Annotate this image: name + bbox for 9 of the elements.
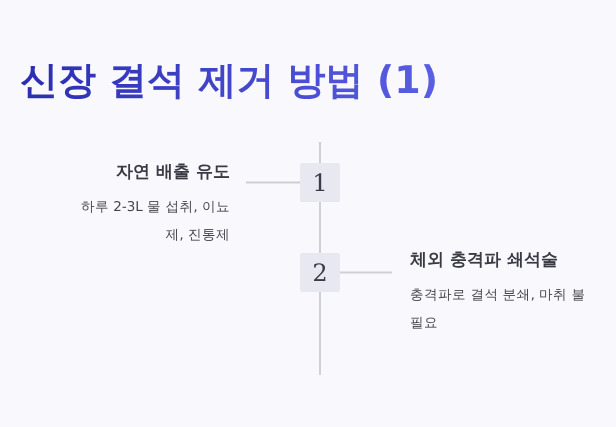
connector-line [246,182,300,184]
connector-line [319,202,321,253]
step-number-box: 1 [300,163,340,202]
step-description: 충격파로 결석 분쇄, 마취 불필요 [410,286,586,333]
step-heading: 자연 배출 유도 [115,161,230,183]
step-number-box: 2 [300,253,340,292]
connector-line [340,272,392,274]
step-heading: 체외 충격파 쇄석술 [410,249,559,271]
step-description: 하루 2-3L 물 섭취, 이뇨제, 진통제 [80,198,230,245]
